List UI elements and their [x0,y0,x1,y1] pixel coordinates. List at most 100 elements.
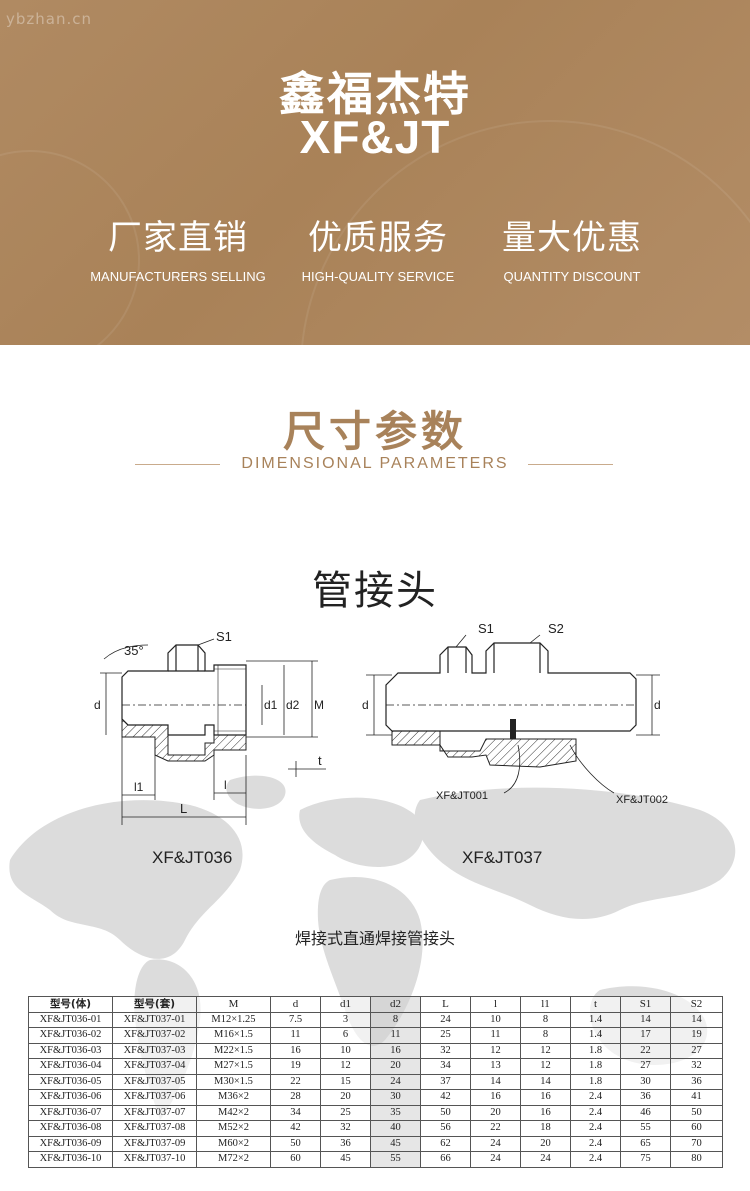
table-cell: 22 [270,1073,321,1090]
watermark: ybzhan.cn [6,10,92,28]
fitting-036-drawing [121,644,247,736]
s2-label: S2 [548,621,564,636]
table-cell: 66 [420,1151,471,1168]
feature-subtitle: QUANTITY DISCOUNT [503,269,641,284]
table-cell: 16 [270,1042,321,1059]
table-cell: 16 [470,1089,521,1106]
table-cell: XF&JT037-05 [112,1073,197,1090]
table-cell: 41 [670,1089,723,1106]
table-cell: 16 [370,1042,421,1059]
feature-title: 厂家直销 [108,218,248,258]
table-cell: XF&JT037-02 [112,1027,197,1044]
table-cell: 19 [670,1027,723,1044]
part-label-002: XF&JT002 [616,794,668,806]
d-label: d [94,698,101,712]
table-cell: M16×1.5 [196,1027,271,1044]
header-cell: d2 [370,996,421,1013]
feature-title: 优质服务 [308,218,448,258]
table-cell: XF&JT036-04 [28,1058,113,1075]
d-label-right: d [654,698,661,712]
t-label: t [318,753,322,768]
table-cell: 1.8 [570,1042,621,1059]
m-label: M [314,698,324,712]
table-cell: 56 [420,1120,471,1137]
table-cell: 10 [320,1042,371,1059]
table-cell: 75 [620,1151,671,1168]
feature-title: 量大优惠 [502,218,642,258]
table-cell: 42 [270,1120,321,1137]
table-cell: 11 [270,1027,321,1044]
table-cell: 1.4 [570,1011,621,1028]
section-subtitle: DIMENSIONAL PARAMETERS [241,455,509,472]
feature-subtitle: HIGH-QUALITY SERVICE [301,269,455,284]
table-cell: 1.4 [570,1027,621,1044]
table-cell: XF&JT037-08 [112,1120,197,1137]
section-hatch [121,717,247,762]
table-cell: 60 [670,1120,723,1137]
table-cell: M22×1.5 [196,1042,271,1059]
header-cell: S2 [670,996,723,1013]
table-cell: 22 [620,1042,671,1059]
table-cell: 55 [370,1151,421,1168]
table-cell: 24 [520,1151,571,1168]
s1-label: S1 [478,621,494,636]
table-cell: XF&JT036-02 [28,1027,113,1044]
header-cell: d [270,996,321,1013]
model-label-036: XF&JT036 [152,848,233,867]
table-cell: 50 [420,1104,471,1121]
header-cell: t [570,996,621,1013]
table-cell: 2.4 [570,1151,621,1168]
table-cell: 8 [370,1011,421,1028]
table-cell: 45 [370,1135,421,1152]
table-cell: 37 [420,1073,471,1090]
table-cell: 25 [420,1027,471,1044]
table-cell: 14 [520,1073,571,1090]
table-cell: 8 [520,1027,571,1044]
d-label-left: d [362,698,369,712]
table-cell: M30×1.5 [196,1073,271,1090]
table-cell: 8 [520,1011,571,1028]
table-cell: M12×1.25 [196,1011,271,1028]
table-cell: XF&JT037-07 [112,1104,197,1121]
table-cell: 3 [320,1011,371,1028]
table-cell: 10 [470,1011,521,1028]
table-cell: 14 [620,1011,671,1028]
table-cell: 32 [420,1042,471,1059]
header-cell: M [196,996,271,1013]
table-cell: 12 [470,1042,521,1059]
table-cell: M36×2 [196,1089,271,1106]
table-cell: 12 [320,1058,371,1075]
table-cell: 32 [320,1120,371,1137]
table-cell: 24 [420,1011,471,1028]
angle-label: 35° [124,643,144,658]
brand-banner: ybzhan.cn 鑫福杰特 XF&JT 厂家直销 MANUFACTURERS … [0,0,750,345]
feature-subtitle: MANUFACTURERS SELLING [90,269,266,284]
table-cell: M27×1.5 [196,1058,271,1075]
table-cell: 25 [320,1104,371,1121]
s1-label: S1 [216,629,232,644]
table-cell: 36 [620,1089,671,1106]
table-cell: 19 [270,1058,321,1075]
table-cell: 70 [670,1135,723,1152]
table-cell: XF&JT036-05 [28,1073,113,1090]
table-cell: 40 [370,1120,421,1137]
header-cell: d1 [320,996,371,1013]
table-cell: 62 [420,1135,471,1152]
table-cell: 11 [370,1027,421,1044]
table-cell: 36 [320,1135,371,1152]
table-cell: 7.5 [270,1011,321,1028]
table-cell: 34 [270,1104,321,1121]
brand-name-cn: 鑫福杰特 [279,67,471,121]
feature-factory-direct: 厂家直销 MANUFACTURERS SELLING [78,210,278,284]
table-header-row: 型号(体) 型号(套) M d d1 d2 L l l1 t S1 S2 [28,996,723,1013]
table-cell: 50 [670,1104,723,1121]
table-caption: 焊接式直通焊接管接头 [294,929,455,948]
table-cell: 32 [670,1058,723,1075]
table-cell: XF&JT036-10 [28,1151,113,1168]
header-cell: 型号(体) [28,996,113,1013]
